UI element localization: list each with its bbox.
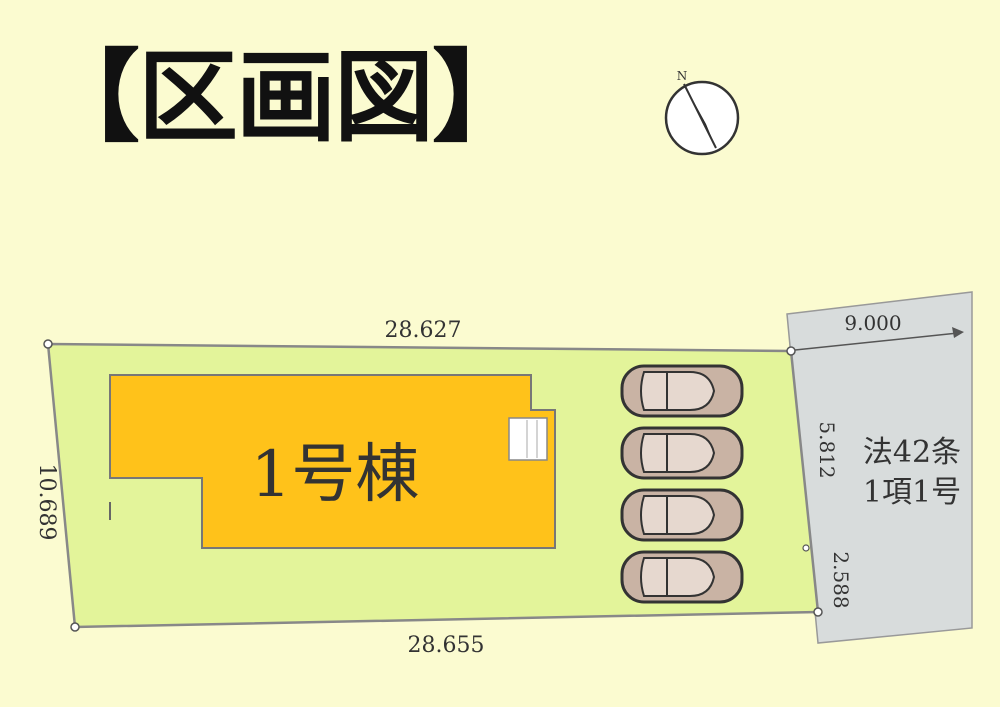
- boundary-marker: [43, 339, 53, 349]
- road-label-line2: 1項1号: [863, 475, 961, 510]
- dimension-top: 28.627: [385, 318, 462, 343]
- entrance-porch: [508, 417, 548, 461]
- building-label: 1号棟: [251, 438, 420, 512]
- north-arrow-icon: N: [664, 69, 740, 156]
- boundary-marker: [70, 622, 80, 632]
- arrow-head-icon: [952, 327, 964, 338]
- road-label-line1: 法42条: [863, 435, 961, 470]
- car-icon: [620, 364, 744, 418]
- building-footprint: [109, 374, 556, 549]
- car-icon: [620, 550, 744, 604]
- boundary-marker: [813, 607, 823, 617]
- road-width-arrow: [794, 332, 959, 351]
- parking-area: [620, 364, 744, 604]
- boundary-marker: [786, 346, 796, 356]
- dimension-left: 10.689: [34, 464, 59, 541]
- boundary-marker: [802, 544, 810, 552]
- compass-north-label: N: [677, 69, 688, 83]
- dimension-right-upper: 5.812: [815, 421, 839, 478]
- page-title: 【区画図】: [40, 39, 532, 156]
- car-icon: [620, 488, 744, 542]
- dimension-bottom: 28.655: [408, 633, 485, 658]
- car-icon: [620, 426, 744, 480]
- road-width-label: 9.000: [844, 311, 901, 335]
- dimension-right-lower: 2.588: [829, 551, 853, 608]
